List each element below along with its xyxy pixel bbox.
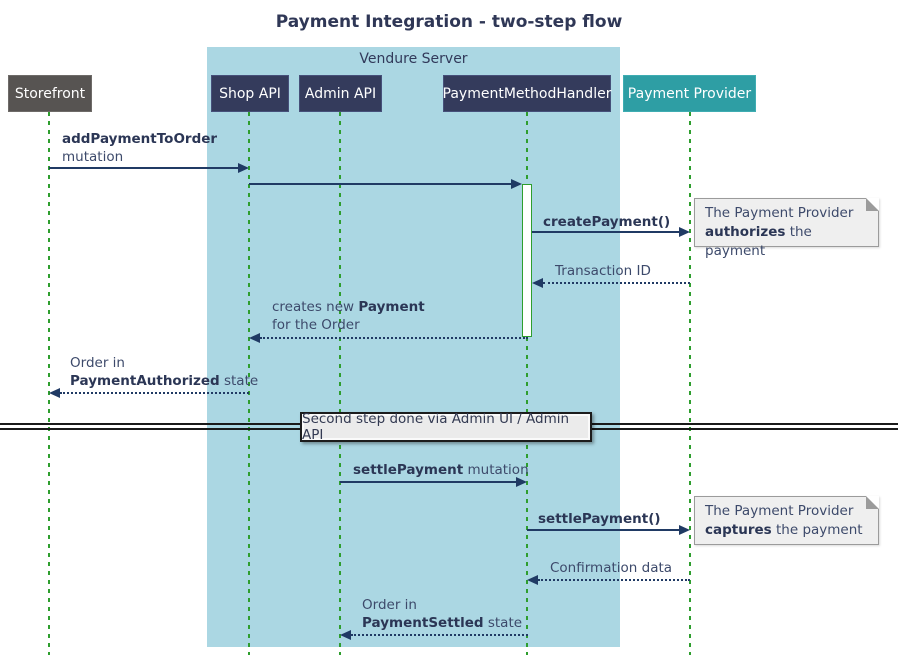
vendure-server-frame-label: Vendure Server xyxy=(359,51,468,67)
diagram-title: Payment Integration - two-step flow xyxy=(275,12,623,32)
arrowhead-icon xyxy=(238,163,249,173)
message-arrow-settle-payment-mutation xyxy=(340,481,517,483)
arrowhead-icon xyxy=(511,179,522,189)
lifeline-storefront xyxy=(48,112,50,655)
message-arrow-payment-settled xyxy=(351,634,528,636)
arrowhead-icon xyxy=(49,388,60,398)
vendure-server-frame xyxy=(207,47,620,647)
message-label-settle-payment-mutation: settlePayment mutation xyxy=(353,462,529,478)
activation-bar-payment-method-handler xyxy=(522,184,532,337)
arrowhead-icon xyxy=(516,477,527,487)
arrowhead-icon xyxy=(679,227,690,237)
lifeline-payment-provider xyxy=(689,112,691,655)
arrowhead-icon xyxy=(679,525,690,535)
message-arrow-add-payment xyxy=(49,167,239,169)
message-label-creates-payment: creates new Payment for the Order xyxy=(272,299,425,333)
message-arrow-create-payment xyxy=(532,231,680,233)
message-label-create-payment: createPayment() xyxy=(543,214,671,230)
message-label-transaction-id: Transaction ID xyxy=(555,263,651,279)
message-label-add-payment: addPaymentToOrder mutation xyxy=(62,131,218,165)
message-label-payment-settled: Order in PaymentSettled state xyxy=(362,597,523,631)
participant-payment-method-handler: PaymentMethodHandler xyxy=(443,75,611,112)
message-arrow-confirmation-data xyxy=(538,579,690,581)
arrowhead-icon xyxy=(532,278,543,288)
participant-storefront: Storefront xyxy=(8,75,92,112)
message-arrow-shop-to-handler xyxy=(249,183,512,185)
note-captures: The Payment Provider captures the paymen… xyxy=(694,496,879,545)
message-label-payment-authorized: Order in PaymentAuthorized state xyxy=(70,355,259,389)
lifeline-payment-method-handler xyxy=(526,112,528,655)
message-arrow-settle-payment-call xyxy=(527,529,680,531)
lifeline-admin-api xyxy=(339,112,341,655)
participant-admin-api: Admin API xyxy=(299,75,382,112)
note-authorizes: The Payment Provider authorizes the paym… xyxy=(694,198,879,259)
message-label-confirmation-data: Confirmation data xyxy=(550,560,673,576)
message-arrow-creates-payment xyxy=(260,337,528,339)
lifeline-shop-api xyxy=(248,112,250,655)
divider-label: Second step done via Admin UI / Admin AP… xyxy=(300,411,592,443)
arrowhead-icon xyxy=(527,575,538,585)
participant-shop-api: Shop API xyxy=(211,75,289,112)
message-label-settle-payment-call: settlePayment() xyxy=(538,511,661,527)
arrowhead-icon xyxy=(249,333,260,343)
message-arrow-payment-authorized xyxy=(60,392,249,394)
arrowhead-icon xyxy=(340,630,351,640)
message-arrow-transaction-id xyxy=(543,282,690,284)
participant-payment-provider: Payment Provider xyxy=(623,75,756,112)
